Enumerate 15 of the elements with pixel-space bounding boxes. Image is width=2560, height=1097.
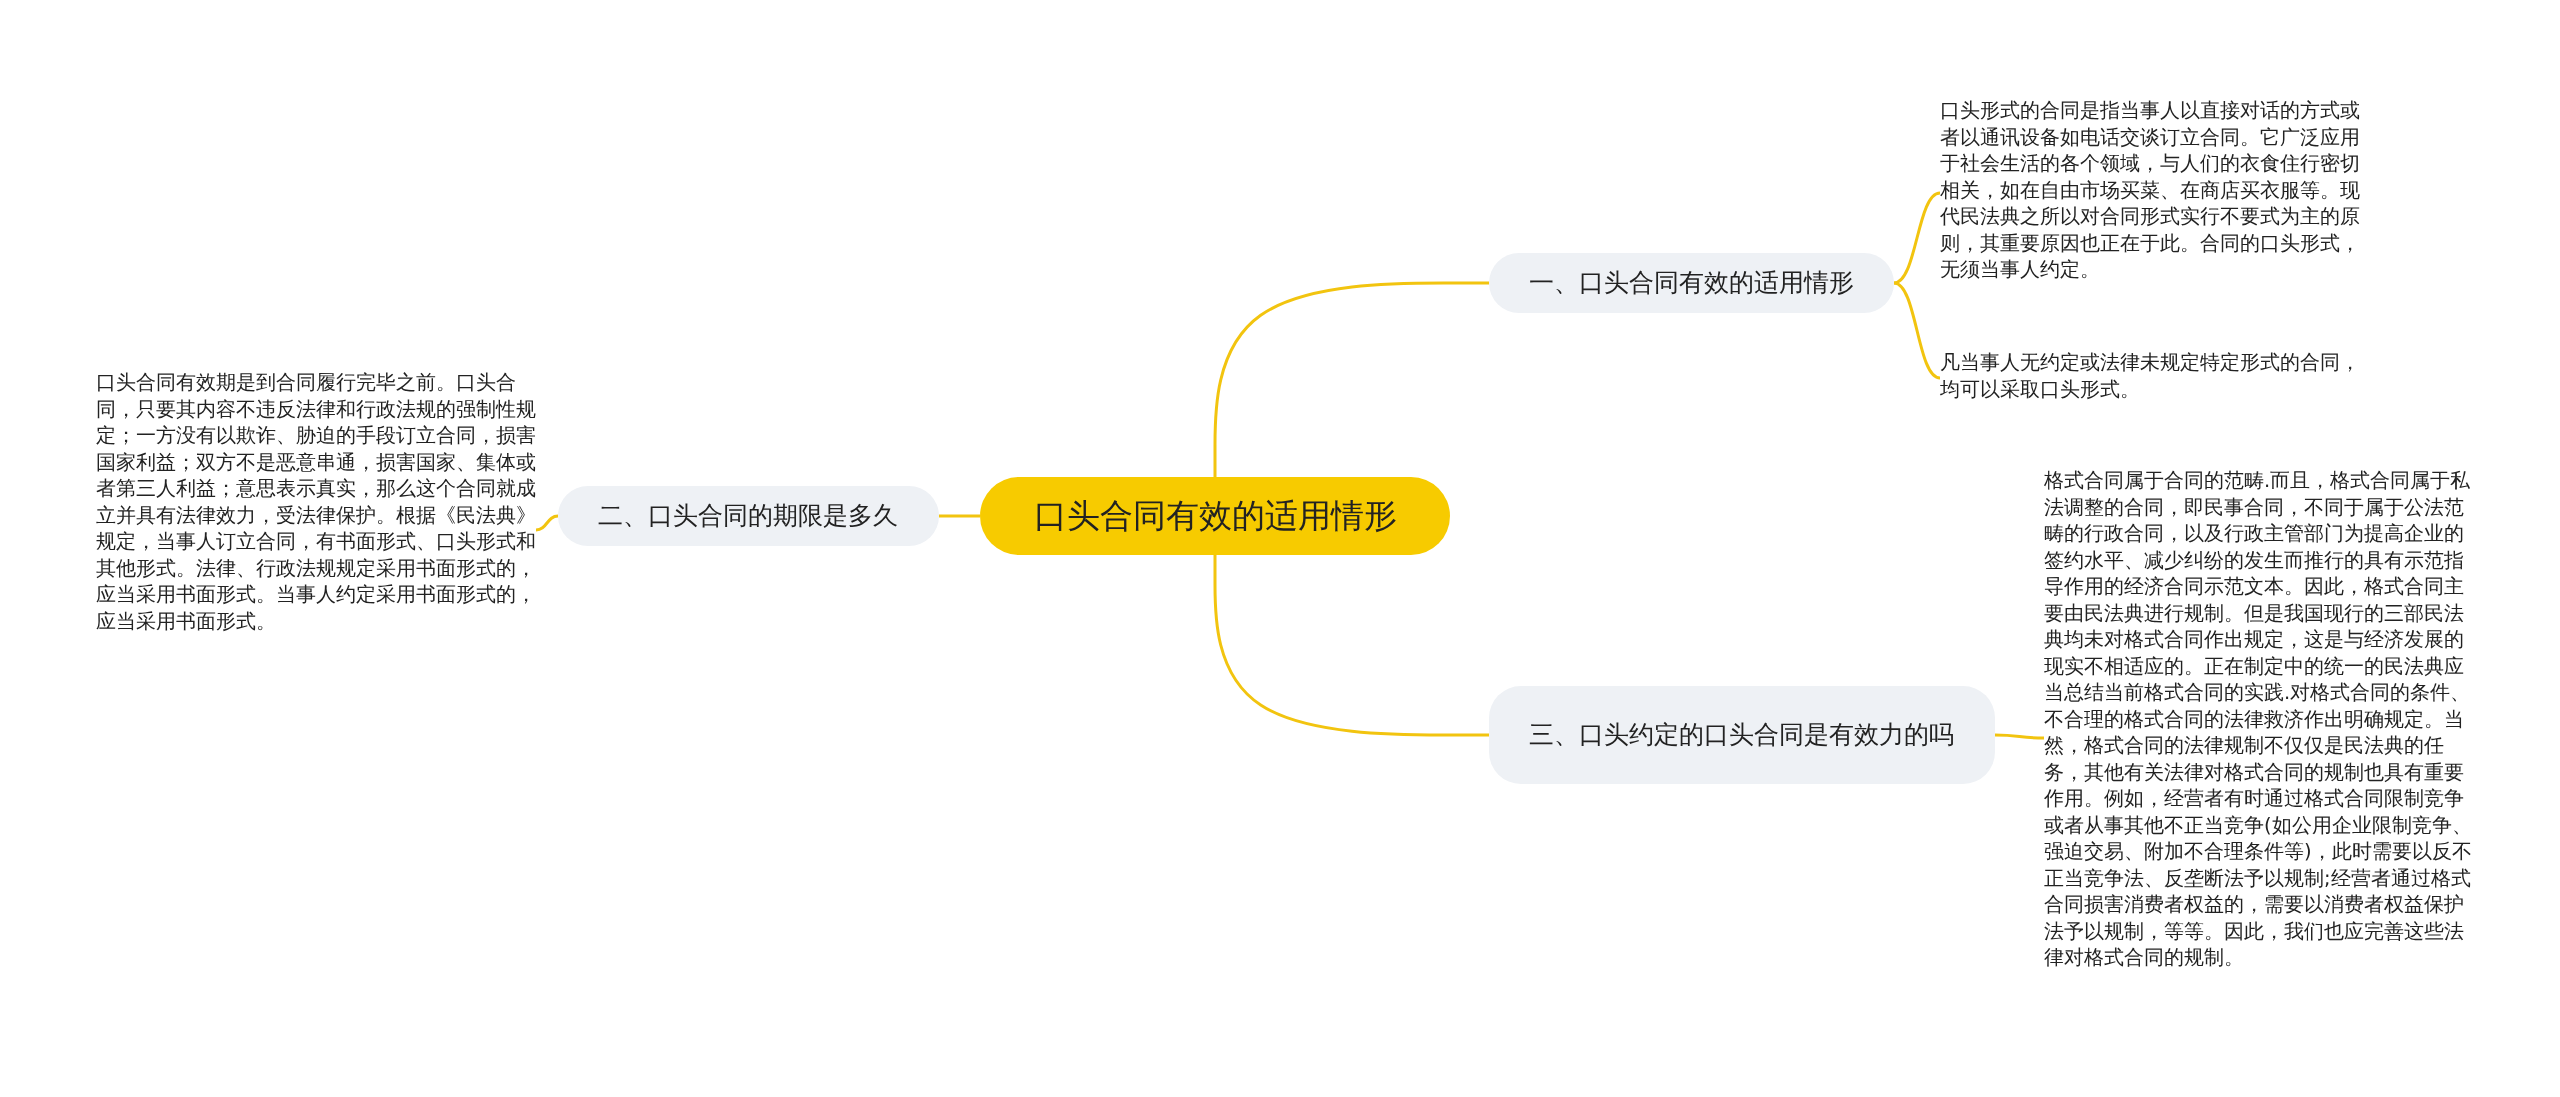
connector-line <box>939 514 980 518</box>
connector-line <box>1995 733 2044 740</box>
note-text: 口头合同有效期是到合同履行完毕之前。口头合同，只要其内容不违反法律和行政法规的强制性规定；一方没有以欺诈、胁迫的手段订立合同，损害国家利益；双方不是恶意串通，损害国家、集体或者第三人利益；意思表示真实，那么这个合同就成立并具有法律效力，受法律保护。根据《民法典》规定，当事人订立合同，有书面形式、口头形式和其他形式。法律、行政法规规定采用书面形式的，应当采用书面形式。当事人约定采用书面形式的，应当采用书面形式。 <box>96 370 536 635</box>
connector-line <box>1893 191 1941 285</box>
note-text: 凡当事人无约定或法律未规定特定形式的合同，均可以采取口头形式。 <box>1940 350 2361 403</box>
connector-line <box>1213 555 1489 737</box>
connector-line <box>1213 281 1489 477</box>
topic-box: 一、口头合同有效的适用情形 <box>1489 253 1894 313</box>
note-text: 口头形式的合同是指当事人以直接对话的方式或者以通讯设备如电话交谈订立合同。它广泛应用于社会生活的各个领域，与人们的衣食住行密切相关，如在自由市场买菜、在商店买衣服等。现代民法典之所以对合同形式实行不要式为主的原则，其重要原因也正在于此。合同的口头形式，无须当事人约定。 <box>1940 98 2361 283</box>
connector-line <box>1893 281 1941 380</box>
note-text: 格式合同属于合同的范畴.而且，格式合同属于私法调整的合同，即民事合同，不同于属于公法范畴的行政合同，以及行政主管部门为提高企业的签约水平、减少纠纷的发生而推行的具有示范指导作用的经济合同示范文本。因此，格式合同主要由民法典进行规制。但是我国现行的三部民法典均未对格式合同作出规定，这是与经济发展的现实不相适应的。正在制定中的统一的民法典应当总结当前格式合同的实践.对格式合同的条件、不合理的格式合同的法律救济作出明确规定。当然，格式合同的法律规制不仅仅是民法典的任务，其他有关法律对格式合同的规制也具有重要作用。例如，经营者有时通过格式合同限制竞争或者从事其他不正当竞争(如公用企业限制竞争、强迫交易、附加不合理条件等)，此时需要以反不正当竞争法、反垄断法予以规制;经营者通过格式合同损害消费者权益的，需要以消费者权益保护法予以规制，等等。因此，我们也应完善这些法律对格式合同的规制。 <box>2044 468 2472 971</box>
topic-box: 三、口头约定的口头合同是有效力的吗 <box>1489 686 1995 784</box>
topic-box: 二、口头合同的期限是多久 <box>558 486 939 546</box>
central-topic: 口头合同有效的适用情形 <box>980 477 1450 555</box>
connector-line <box>535 514 559 532</box>
